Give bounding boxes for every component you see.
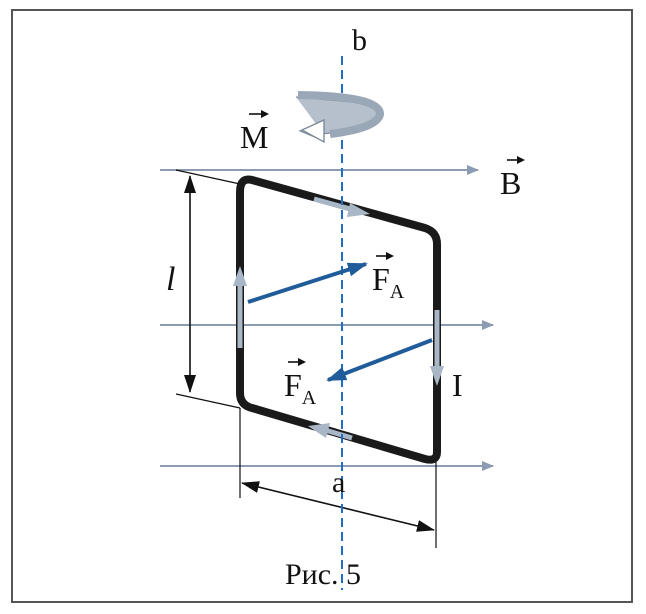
current-arrow-right-down-icon (430, 310, 444, 386)
dimension-a-arrow (241, 481, 435, 532)
force-lower-label-group: FA (284, 358, 317, 409)
guide-top-left (175, 169, 241, 185)
force-upper-vector-arrow-icon (376, 252, 394, 260)
current-direction-arrows (233, 196, 444, 441)
guide-bottom-left (175, 393, 241, 409)
rotation-arrow-icon (295, 91, 385, 144)
force-lower-subscript: A (302, 387, 317, 409)
force-upper-subscript: A (390, 281, 405, 303)
force-upper-label-group: FA (372, 252, 405, 303)
force-arrow-lower (326, 338, 433, 382)
moment-vector-arrow-icon (249, 110, 269, 118)
moment-label: M (240, 119, 268, 155)
width-label: a (332, 466, 345, 499)
length-label: l (166, 261, 175, 298)
figure-caption: Рис. 5 (285, 558, 361, 591)
force-arrow-upper (247, 262, 368, 304)
field-label: B (500, 165, 521, 201)
current-arrow-left-up-icon (233, 266, 247, 348)
current-arrow-bottom-left-icon (308, 423, 353, 441)
field-label-group: B (500, 156, 525, 201)
force-lower-label: FA (284, 367, 317, 409)
current-loop (236, 175, 441, 464)
field-vector-arrow-icon (507, 156, 525, 164)
dimension-guides (175, 169, 437, 548)
force-upper-letter: F (372, 261, 390, 297)
force-upper-label: FA (372, 261, 405, 303)
current-label: I (452, 367, 463, 403)
force-lower-vector-arrow-icon (288, 358, 306, 366)
moment-label-group: M (240, 110, 269, 155)
axis-label: b (352, 24, 367, 57)
current-arrow-top-right-icon (313, 196, 370, 217)
force-lower-letter: F (284, 367, 302, 403)
